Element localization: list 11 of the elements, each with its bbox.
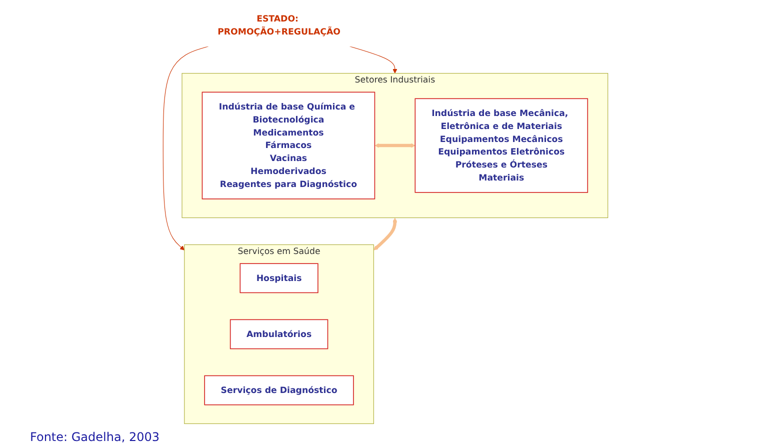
node-box: Hospitais: [240, 263, 318, 294]
node-box: Indústria de base Mecânica, Eletrônica e de Materiais Equipamentos Mecânicos Equipamentos Eletrônicos Próteses e Órteses Materiais: [414, 98, 588, 193]
arrow: [374, 143, 416, 148]
arrow: [162, 46, 209, 250]
node-text: ESTADO: PROMOÇÃO+REGULAÇÃO: [218, 13, 340, 37]
arrow: [373, 218, 398, 250]
node-box: Ambulatórios: [230, 319, 328, 350]
source-caption: Fonte: Gadelha, 2003: [29, 429, 160, 446]
node-box: Serviços de Diagnóstico: [204, 375, 354, 406]
arrow: [349, 46, 398, 74]
node-box: Indústria de base Química e Biotecnológica Medicamentos Fármacos Vacinas Hemoderivados Reagentes para Diagnóstico: [202, 92, 376, 200]
